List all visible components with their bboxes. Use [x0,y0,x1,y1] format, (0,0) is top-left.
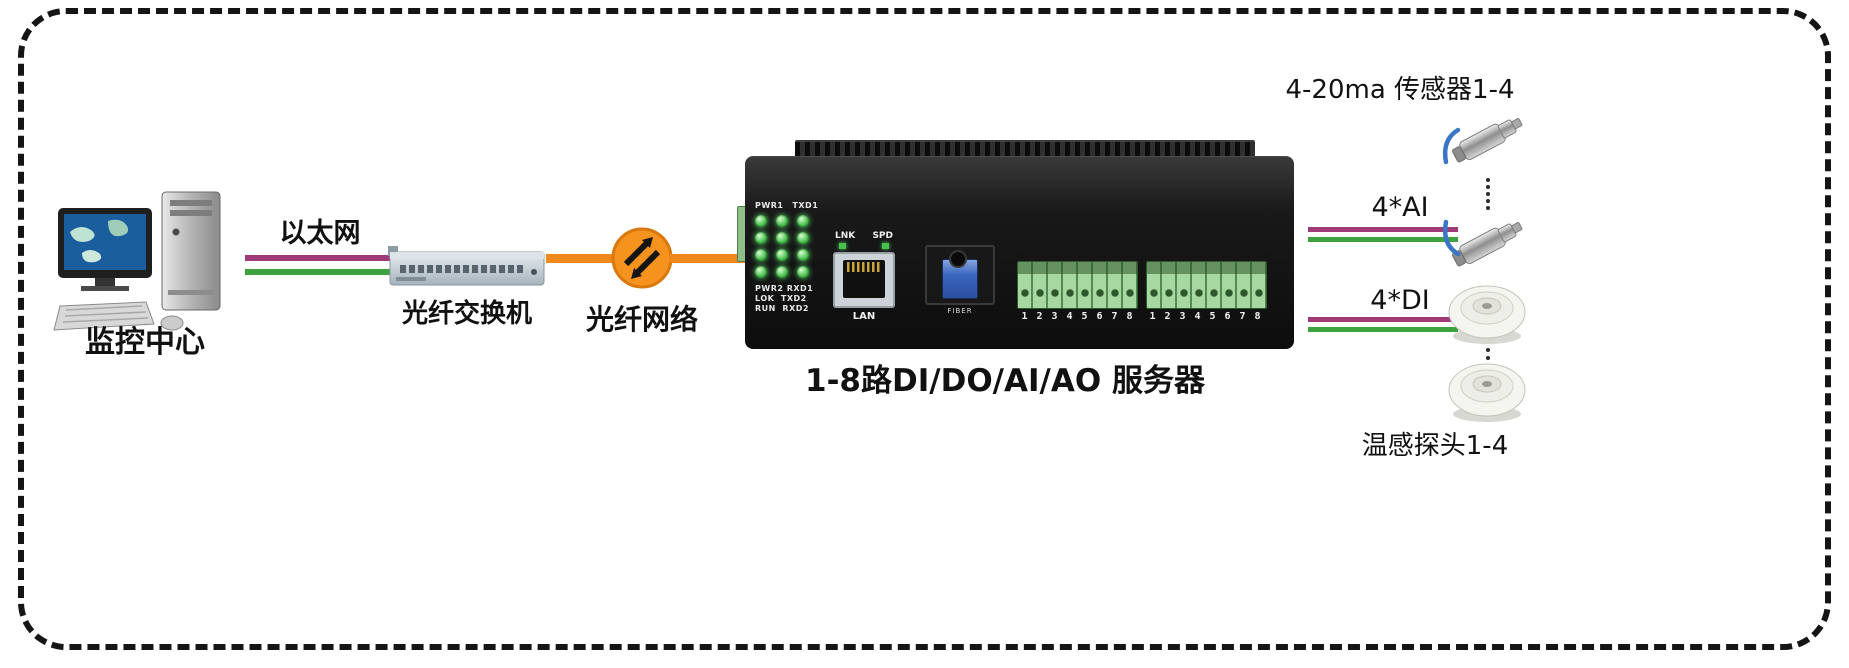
led-indicator [755,249,767,261]
spd-led [882,243,889,249]
led-top-labels: PWR1 TXD1 [755,201,827,210]
led-indicator [797,232,809,244]
workstation-icon [53,191,221,331]
led-indicator [776,215,788,227]
led-indicator [797,215,809,227]
list-item: 8 [1126,311,1133,322]
fiber-line-left [546,254,612,263]
terminal-group-2 [1146,261,1267,309]
led-label-pwr1: PWR1 [755,201,784,210]
led-indicator [797,266,809,278]
fiber-ferrule-icon [949,250,967,268]
list-item: 2 [1164,311,1171,322]
lnk-label: LNK [835,231,856,241]
led-indicator [755,215,767,227]
current-sensor-icon [1442,118,1523,165]
list-item: 1 [1149,311,1156,322]
list-item: 8 [1254,311,1261,322]
terminal-group-1 [1017,261,1138,309]
list-item: 3 [1051,311,1058,322]
list-item: 5 [1081,311,1088,322]
probe-dotted-connector [1486,348,1490,360]
led-label-txd1: TXD1 [792,201,819,210]
sensor-dotted-connector [1486,178,1490,210]
list-item: 6 [1096,311,1103,322]
led-indicator [755,232,767,244]
device-title: 1-8路DI/DO/AI/AO 服务器 [805,363,1205,399]
led-indicator [755,266,767,278]
fiber-network-icon [611,227,673,289]
spd-label: SPD [872,231,893,241]
di-line-purple [1308,317,1458,322]
terminal-block [1017,261,1267,309]
list-item: 7 [1239,311,1246,322]
di-line-green [1308,327,1458,332]
rj45-port-icon [833,252,895,308]
list-item: 2 [1036,311,1043,322]
rj45-pins [847,262,881,272]
fiber-switch-icon [388,246,545,286]
list-item: 7 [1111,311,1118,322]
fiber-network-label: 光纤网络 [585,303,698,336]
list-item: 6 [1224,311,1231,322]
list-item: 3 [1179,311,1186,322]
thermal-probe-label: 温感探头1-4 [1361,431,1509,461]
smoke-detector-icon [1448,285,1526,344]
lan-led-labels: LNK SPD [835,231,893,241]
led-grid [755,215,827,278]
ethernet-label: 以太网 [279,218,361,249]
lan-label: LAN [852,311,876,322]
list-item: LOK TXD2 [755,294,807,303]
ai-line-purple [1308,227,1458,232]
led-indicator [776,266,788,278]
list-item: RUN RXD2 [755,304,809,313]
sensor-group-label: 4-20ma 传感器1-4 [1285,75,1515,105]
led-indicator [776,232,788,244]
lnk-led [839,243,846,249]
list-item: 5 [1209,311,1216,322]
list-item: 4 [1194,311,1201,322]
ai-channels-label: 4*AI [1371,192,1429,223]
fiber-port-label: FIBER [947,307,973,315]
ethernet-line-purple [245,255,393,261]
fiber-line-right [670,254,746,263]
list-item: PWR2 RXD1 [755,284,814,293]
current-sensor-icon [1442,219,1523,267]
di-channels-label: 4*DI [1370,285,1430,316]
list-item: 4 [1066,311,1073,322]
ai-line-green [1308,237,1458,242]
ethernet-line-green [245,269,393,275]
smoke-detector-icon [1448,363,1526,422]
fiber-port [925,245,995,305]
fiber-switch-label: 光纤交换机 [401,299,532,329]
led-indicator [776,249,788,261]
lan-leds [839,243,889,249]
monitoring-center-label: 监控中心 [85,325,205,360]
lan-port: LNK SPD LAN [829,231,899,322]
list-item: 1 [1021,311,1028,322]
led-indicator [797,249,809,261]
